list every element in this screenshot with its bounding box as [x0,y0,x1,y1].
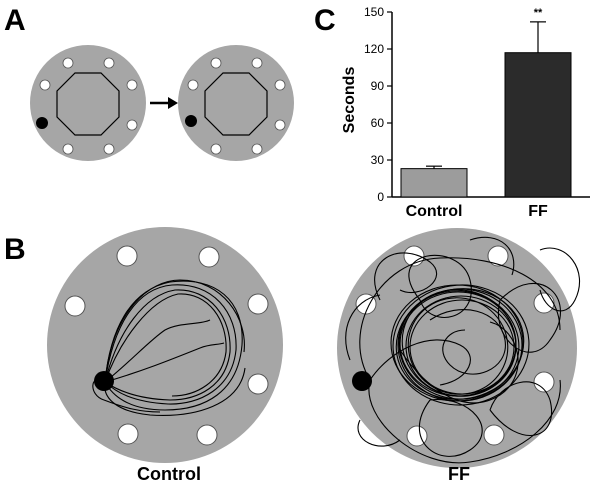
hole [483,424,505,446]
panel-b-control-arena [47,227,283,463]
hole [117,423,139,445]
bar [400,168,468,198]
hole [64,295,86,317]
hole [187,79,199,91]
hole [126,79,138,91]
hole [487,245,509,267]
y-tick-label: 150 [364,5,384,19]
arena-disk [178,45,294,161]
y-axis-label: Seconds [341,67,358,134]
octagon-path [204,72,268,136]
y-tick-label: 60 [371,116,385,130]
panel-c-letter: C [314,4,336,37]
panel-a-letter: A [4,4,26,37]
hole [251,143,263,155]
control-trajectory [92,279,246,416]
ff-label: FF [448,464,470,484]
hole [39,79,51,91]
octagon-path [56,72,120,136]
hole [210,143,222,155]
bar [504,52,572,198]
hole [533,292,555,314]
significance-label: ** [534,7,543,19]
hole [355,293,377,315]
ff-trajectory [345,236,581,464]
panel-a-arena-before [30,45,146,161]
hole [62,57,74,69]
hole [198,246,220,268]
hole [251,57,263,69]
hole [274,119,286,131]
hole [103,57,115,69]
hole [533,371,555,393]
hole [116,245,138,267]
target-hole [185,115,197,127]
category-label: Control [406,203,463,220]
hole [210,57,222,69]
control-label: Control [137,464,201,484]
arena-disk [47,227,283,463]
target-hole [352,371,372,391]
y-tick-label: 0 [377,190,384,204]
hole [103,143,115,155]
hole [274,79,286,91]
hole [247,373,269,395]
arena-disk [30,45,146,161]
target-hole [36,117,48,129]
target-hole [94,371,114,391]
y-tick-label: 30 [371,153,385,167]
category-label: FF [528,203,548,220]
y-tick-label: 90 [371,79,385,93]
hole [247,293,269,315]
panel-b-ff-arena [337,228,581,468]
panel-a-arena-after [178,45,294,161]
arrow-icon [150,97,178,109]
arena-disk [337,228,577,468]
hole [196,424,218,446]
hole [126,119,138,131]
panel-b-letter: B [4,233,26,266]
hole [62,143,74,155]
y-tick-label: 120 [364,42,384,56]
